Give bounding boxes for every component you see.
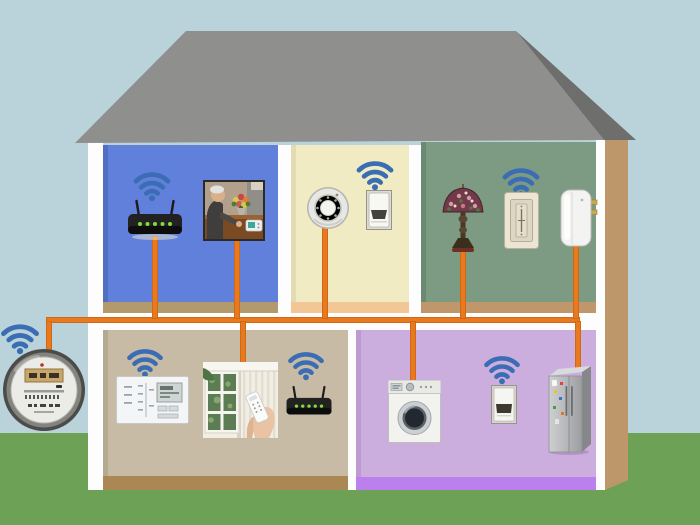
floor-lower-right <box>356 477 596 490</box>
wifi-icon-router-up <box>129 168 175 202</box>
smoke-detector <box>306 186 350 230</box>
wire-bus <box>46 317 580 323</box>
wall-sensor <box>491 385 517 424</box>
roof <box>75 31 636 143</box>
table-lamp <box>441 184 485 254</box>
plug-in-module <box>560 188 598 250</box>
wifi-router-downstairs <box>284 382 334 422</box>
wire-lamp <box>460 248 466 319</box>
floor-lower-left <box>103 476 348 490</box>
wire-smoke <box>322 226 328 319</box>
wire-window <box>240 321 246 365</box>
wire-health-photo <box>234 238 240 319</box>
wifi-icon-wall-sensor <box>479 352 525 385</box>
house-side-wall <box>605 138 628 490</box>
dimmer-switch <box>504 192 539 249</box>
health-monitor-photo <box>203 180 265 241</box>
refrigerator <box>545 364 595 456</box>
roof-side-face <box>516 31 636 140</box>
motion-sensor <box>366 190 392 230</box>
room-upper-middle-yellow <box>291 145 409 317</box>
wire-router-up <box>152 236 158 319</box>
wire-washer <box>410 321 416 383</box>
wifi-icon-meter <box>0 320 44 355</box>
window-remote-photo <box>203 362 278 438</box>
wifi-router-upstairs <box>125 198 185 240</box>
smart-meter <box>2 348 86 432</box>
thermostat <box>116 376 189 424</box>
wire-plug <box>573 243 579 319</box>
wifi-icon-thermostat <box>122 345 168 378</box>
washing-machine <box>388 380 441 443</box>
wire-fridge <box>575 321 581 371</box>
wifi-icon-motion <box>352 157 398 191</box>
wifi-icon-router-down <box>283 348 329 381</box>
roof-front-face <box>75 31 604 143</box>
wire-meter <box>46 321 52 353</box>
